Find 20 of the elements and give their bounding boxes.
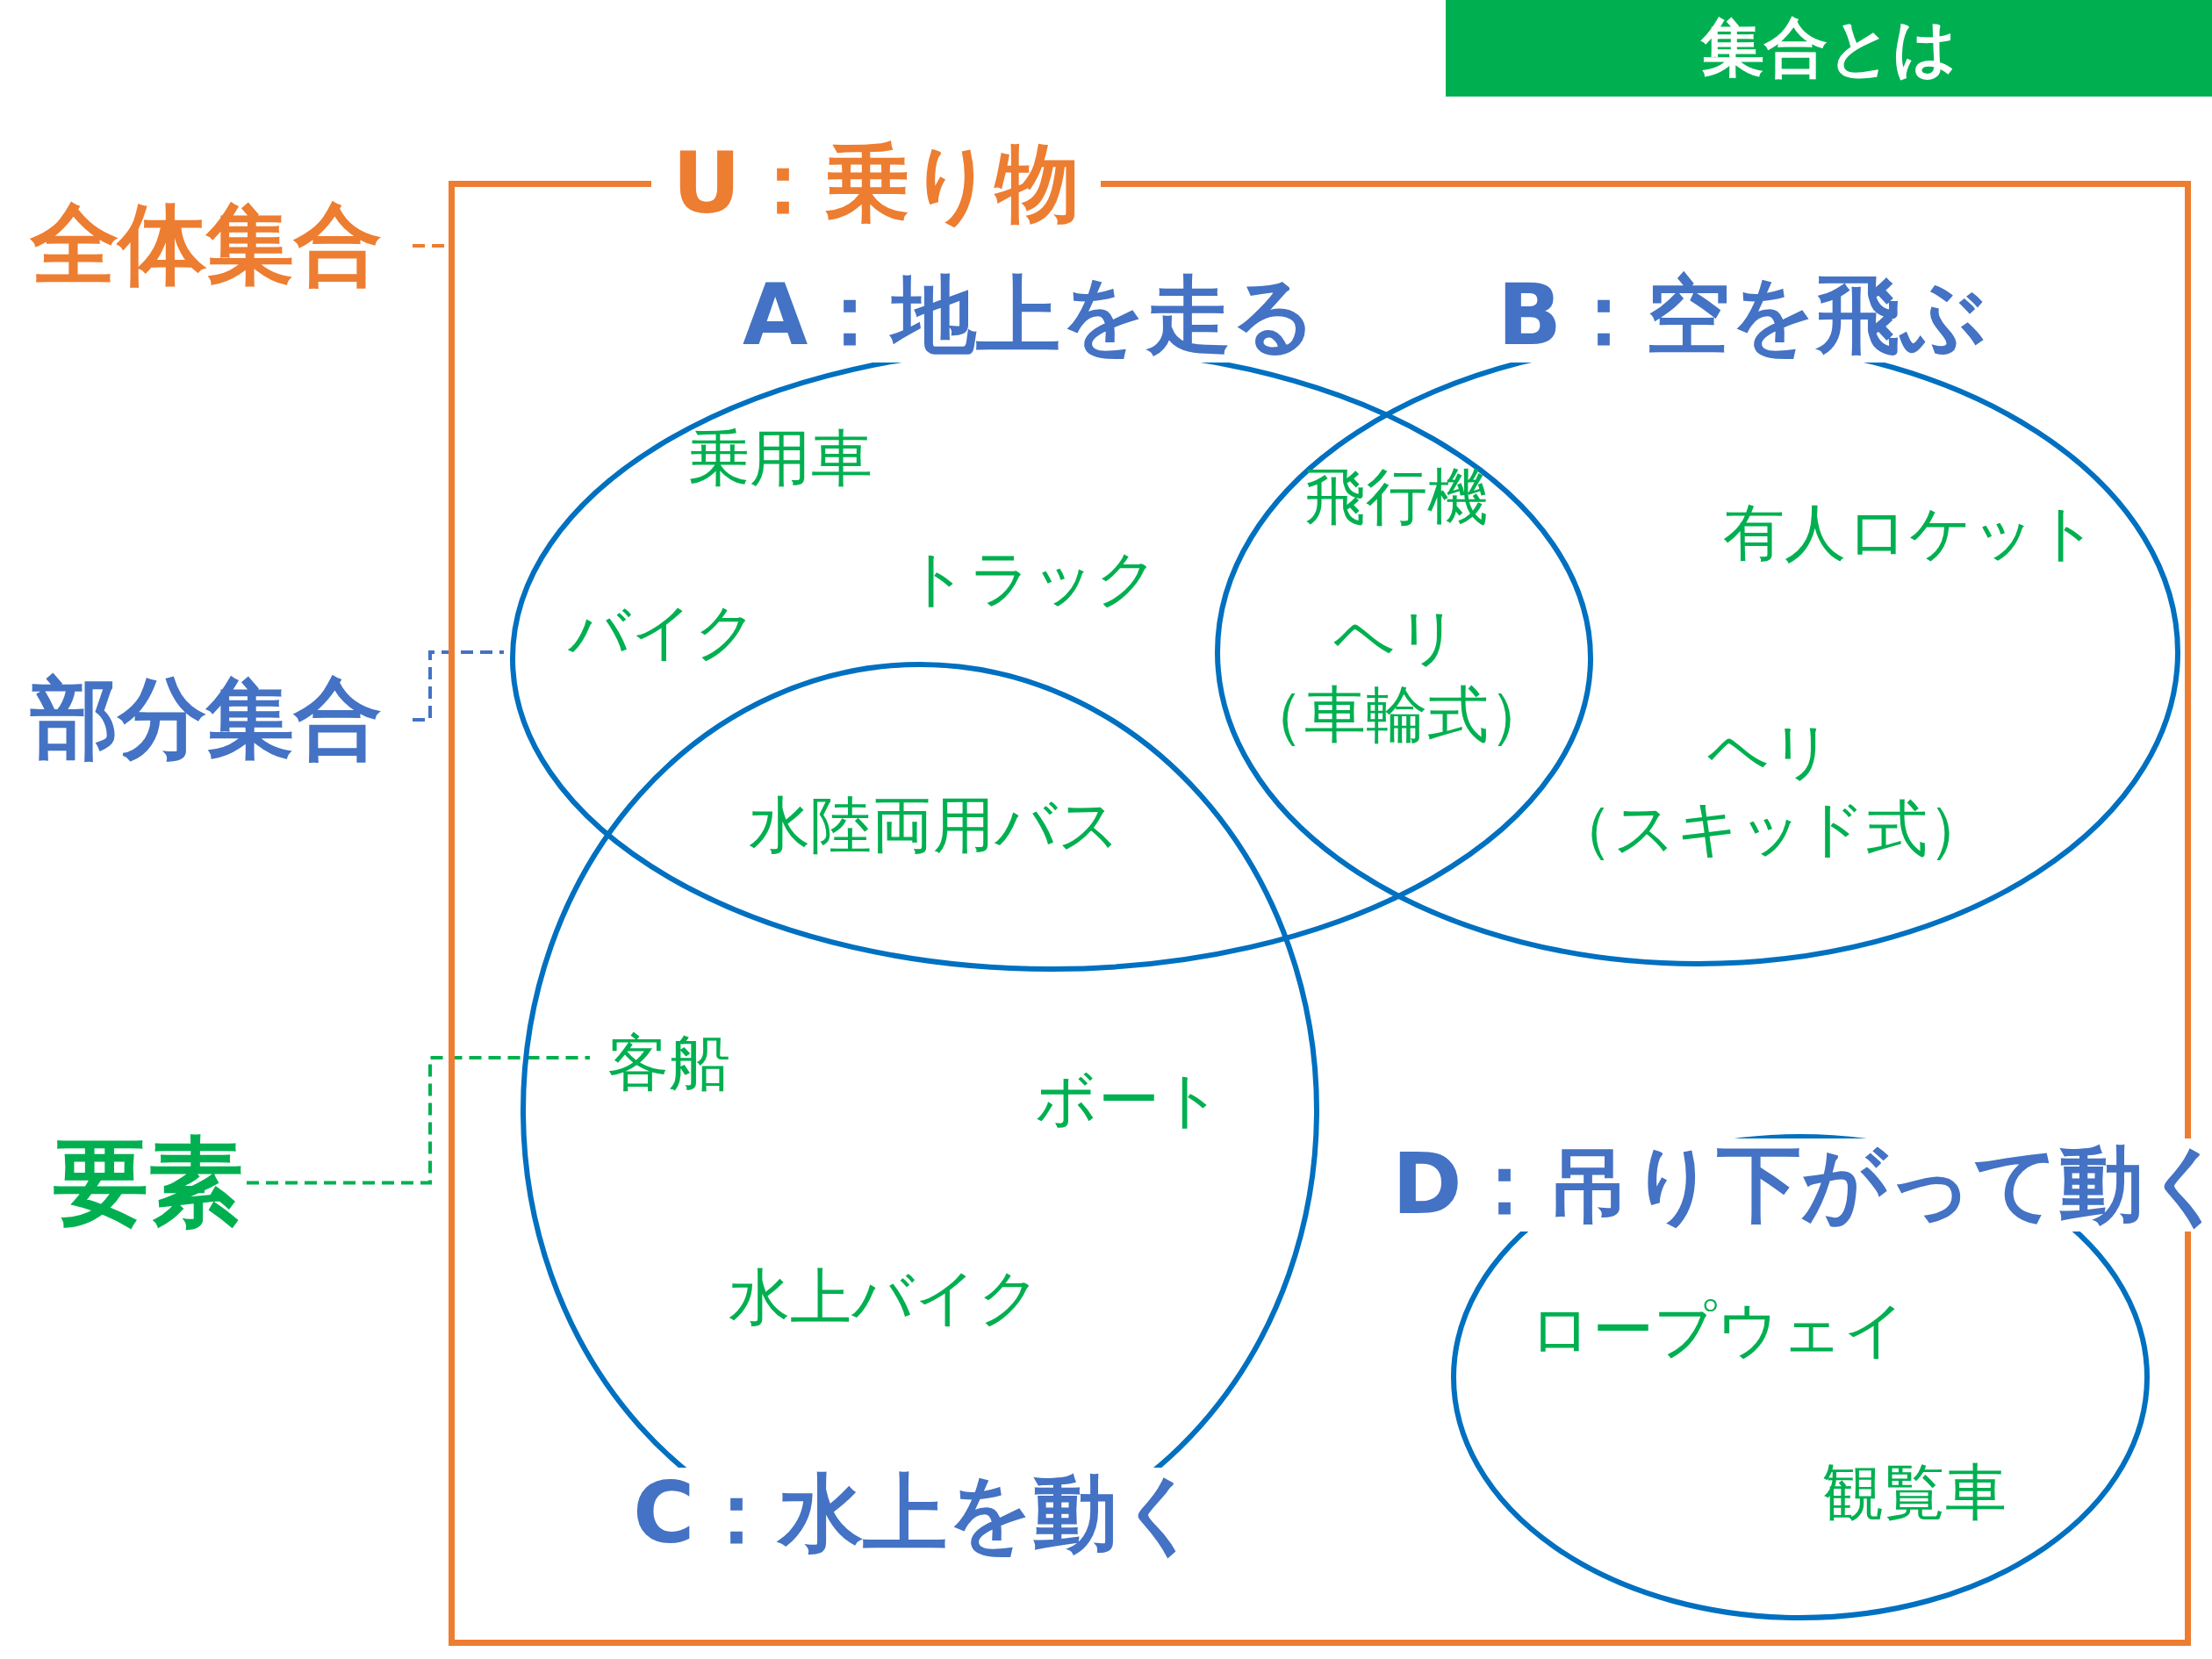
element-label: ヘリ（車輪式） [1242, 600, 1551, 751]
element-label: トラック [906, 544, 1159, 613]
element-label: 乗用車 [688, 424, 873, 492]
set-heading: U：乗り物 [651, 138, 1101, 231]
term-label: 部分集合 [31, 665, 382, 772]
element-label: ボート [1035, 1066, 1223, 1134]
element-label: 水上バイク [729, 1263, 1041, 1332]
term-label: 全体集合 [31, 191, 382, 298]
term-label: 要素 [53, 1125, 243, 1239]
element-label: 飛行機 [1304, 463, 1489, 531]
element-label: バイク [568, 598, 758, 666]
leader-line [413, 650, 504, 722]
title-banner: 集合とは [1446, 0, 2212, 97]
element-label: ヘリ（スキッド式） [1551, 714, 1990, 865]
element-label: 水陸両用バス [749, 791, 1121, 859]
element-label: 有人ロケット [1723, 499, 2099, 567]
element-label: 客船 [607, 1026, 730, 1101]
element-label: 観覧車 [1822, 1458, 2007, 1526]
leader-line [247, 1056, 590, 1185]
element-label: ロープウェイ [1529, 1296, 1907, 1364]
